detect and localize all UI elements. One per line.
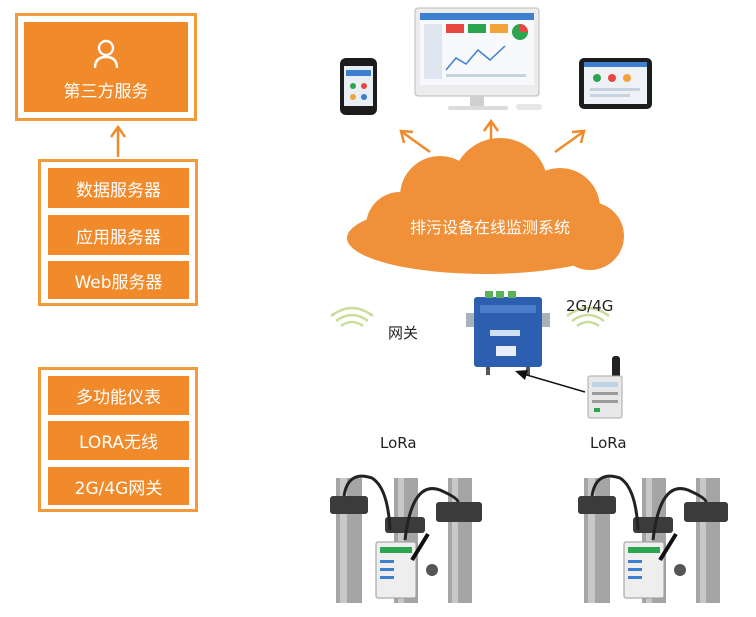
data-server-box: 数据服务器 bbox=[48, 168, 189, 208]
gateway-label: 网关 bbox=[388, 324, 419, 342]
lora-wireless-box: LORA无线 bbox=[48, 421, 189, 460]
server-group-frame bbox=[38, 159, 198, 306]
meter-label: 多功能仪表 bbox=[76, 388, 161, 408]
data-server-label: 数据服务器 bbox=[76, 180, 161, 201]
app-server-box: 应用服务器 bbox=[48, 215, 189, 255]
lora-wireless-label: LORA无线 bbox=[79, 433, 158, 453]
network-label: 2G/4G bbox=[566, 297, 614, 315]
cloud-label: 排污设备在线监测系统 bbox=[409, 218, 570, 237]
gateway-box: 2G/4G网关 bbox=[48, 467, 189, 505]
gateway-device-icon bbox=[466, 291, 550, 375]
tablet-icon bbox=[579, 58, 652, 109]
wifi-signal-right-icon bbox=[566, 306, 610, 328]
phone-icon bbox=[340, 58, 377, 115]
app-server-label: 应用服务器 bbox=[76, 227, 161, 248]
cloud-shape bbox=[347, 138, 624, 274]
third-party-label: 第三方服务 bbox=[63, 81, 149, 102]
lora-right-label: LoRa bbox=[590, 434, 627, 452]
third-party-frame bbox=[15, 13, 197, 121]
pipe-installation-left bbox=[330, 474, 482, 603]
lora-left-label: LoRa bbox=[380, 434, 417, 452]
lora-module-icon bbox=[587, 356, 623, 419]
device-group-frame bbox=[38, 367, 198, 512]
monitor-icon bbox=[414, 7, 542, 110]
user-icon bbox=[93, 39, 119, 69]
lora-to-gateway-arrow bbox=[515, 370, 586, 393]
wifi-signal-left-icon bbox=[330, 306, 374, 328]
cloud-to-device-arrows bbox=[399, 118, 586, 154]
gateway-box-label: 2G/4G网关 bbox=[74, 478, 163, 499]
third-party-box: 第三方服务 bbox=[24, 22, 188, 112]
web-server-box: Web服务器 bbox=[48, 261, 189, 299]
web-server-label: Web服务器 bbox=[74, 272, 163, 293]
pipe-installation-right bbox=[578, 474, 728, 603]
meter-box: 多功能仪表 bbox=[48, 376, 189, 415]
